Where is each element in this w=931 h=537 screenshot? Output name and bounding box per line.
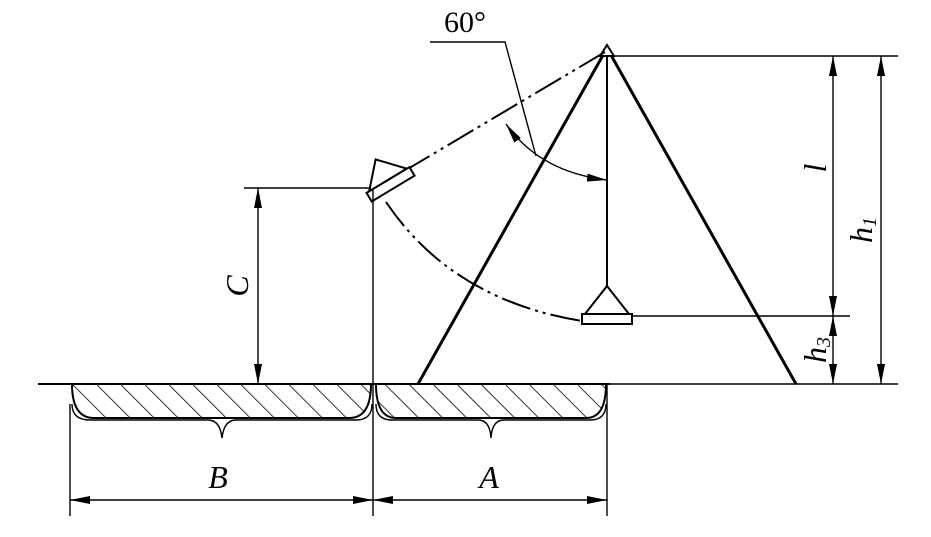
angle-arc xyxy=(505,123,608,182)
frame-leg-left xyxy=(416,47,609,385)
angle-leader xyxy=(430,41,537,157)
seat-swung xyxy=(365,158,416,203)
dim-l-label: l xyxy=(797,163,833,172)
dim-b-label: B xyxy=(208,459,228,495)
brace-a xyxy=(375,403,607,439)
suspension-swung xyxy=(405,51,606,171)
dim-a-label: A xyxy=(477,459,499,495)
angle-label: 60° xyxy=(444,6,486,39)
impact-area-a xyxy=(374,383,608,419)
seat-rest xyxy=(581,284,633,325)
impact-area-b xyxy=(70,383,373,419)
frame-leg-right xyxy=(605,47,798,385)
brace-b xyxy=(71,403,373,439)
dim-c-label: C xyxy=(219,275,255,297)
dim-h3-label: h3 xyxy=(797,337,835,363)
dim-h1-label: h1 xyxy=(843,217,881,243)
swing-arc xyxy=(385,201,583,322)
